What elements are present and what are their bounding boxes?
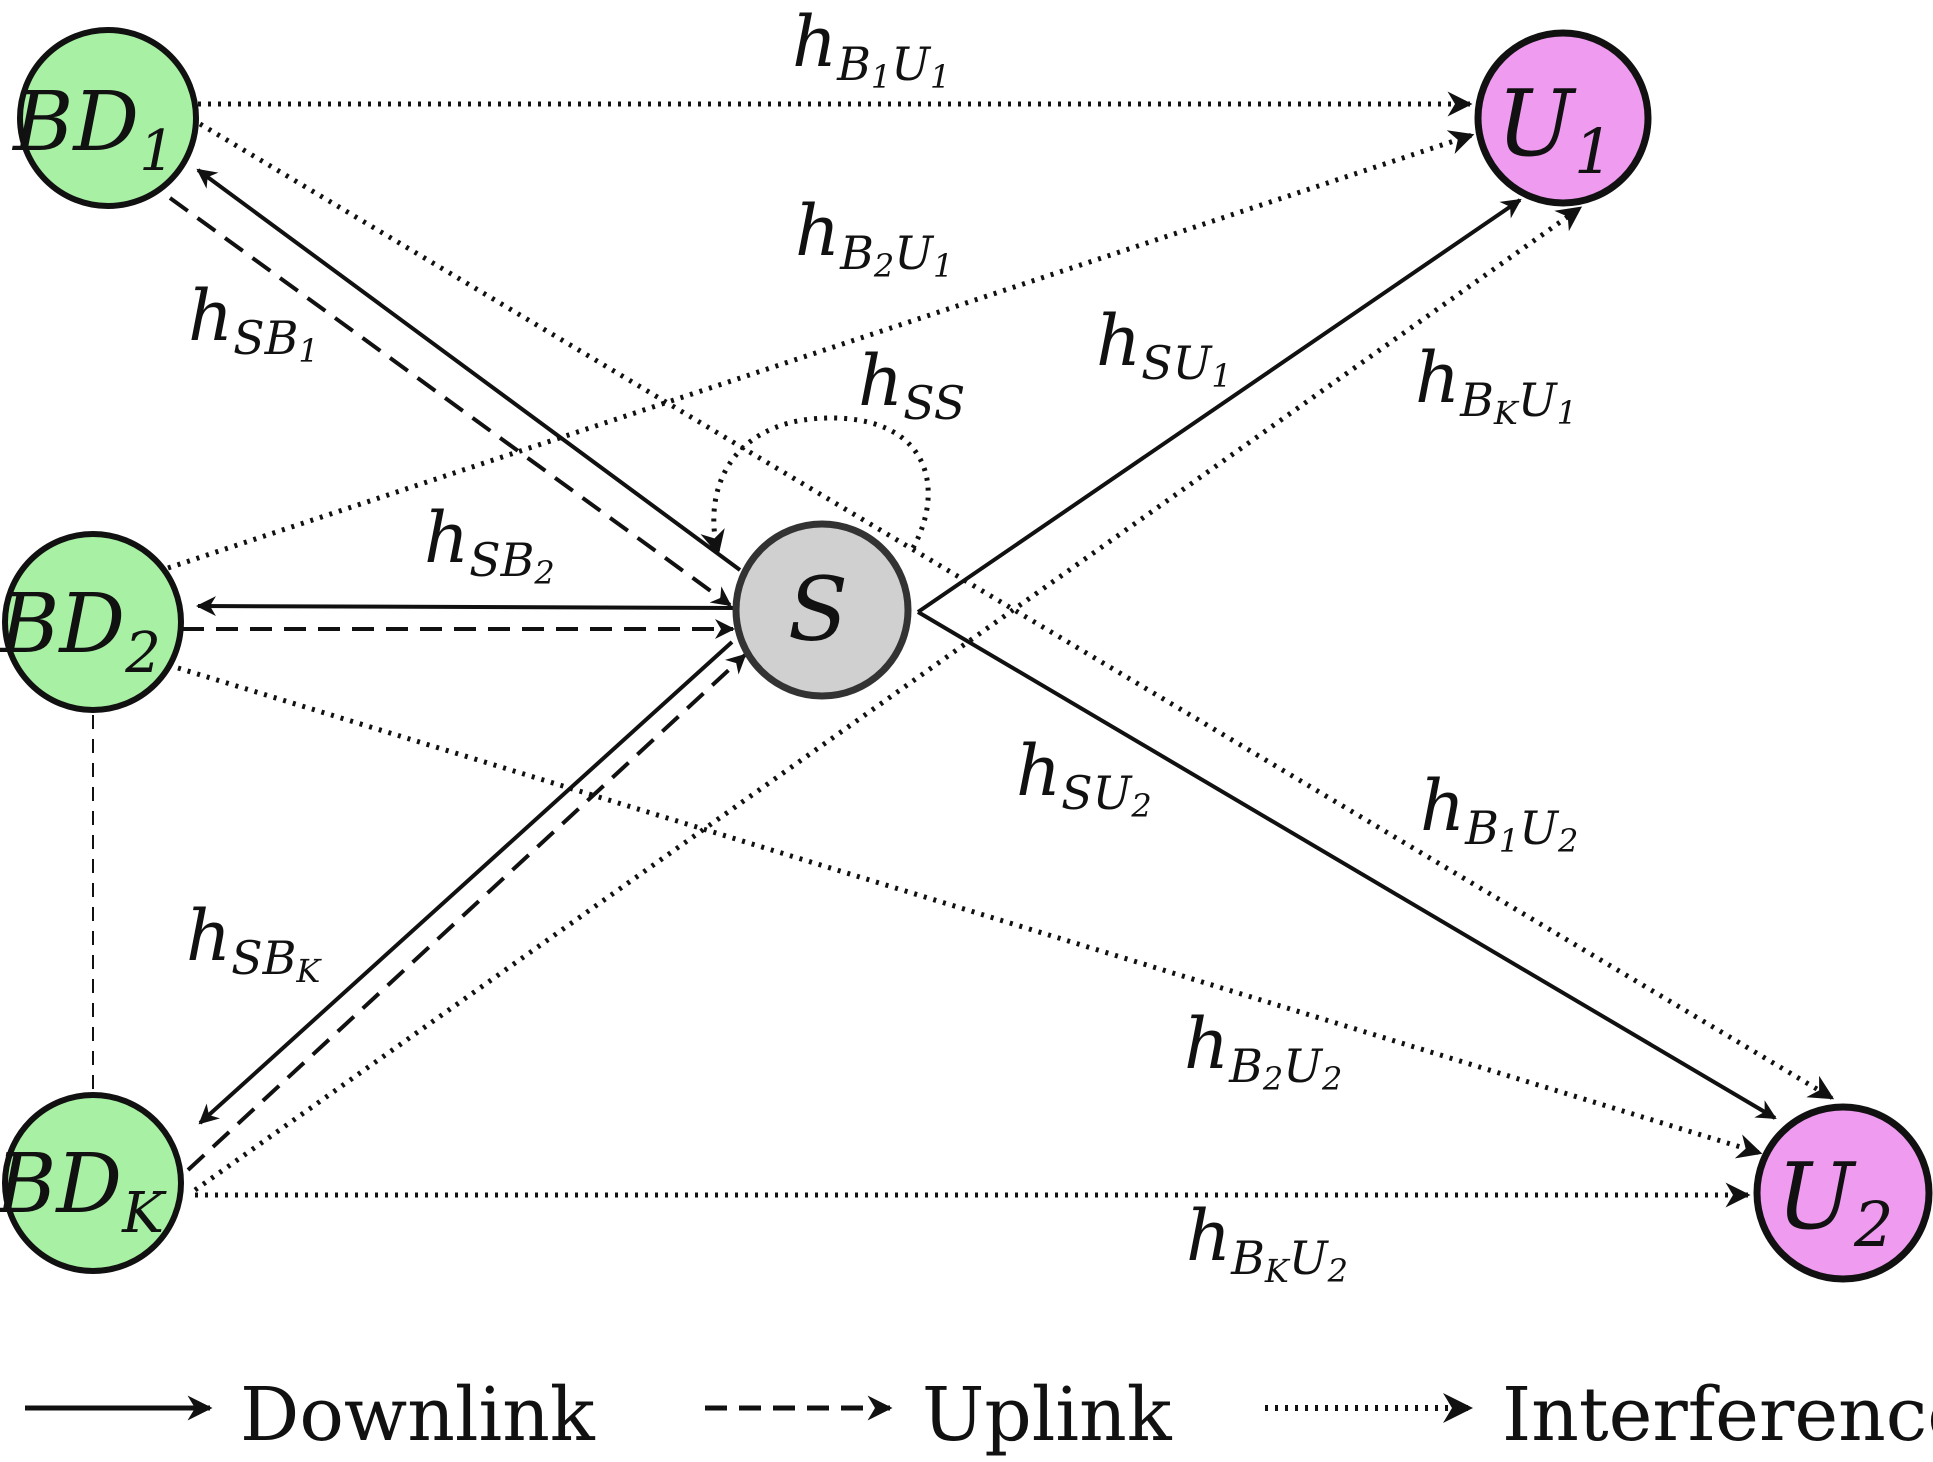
label-h-b1u2: hB1U2 (1420, 765, 1578, 860)
node-s-label: S (788, 558, 848, 661)
uplink-links (168, 196, 747, 1172)
link-bd2-u2-interference (177, 665, 1763, 1159)
label-h-bku1: hBKU1 (1415, 337, 1577, 432)
node-s: S (732, 520, 912, 700)
interference-links (167, 91, 1835, 1208)
legend-item-uplink: Uplink (705, 1372, 1173, 1458)
node-bd2-label: BD2 (0, 577, 161, 686)
node-u1-label: U1 (1497, 70, 1614, 188)
node-bd2: BD2 (0, 531, 184, 713)
node-bdk-label: BDK (0, 1137, 167, 1246)
label-h-b1u1: hB1U1 (792, 1, 950, 96)
node-u2: U2 (1753, 1103, 1933, 1283)
label-h-b2u2: hB2U2 (1184, 1003, 1342, 1098)
link-bdk-u1-interference (193, 205, 1583, 1193)
link-bdk-s-uplink (186, 653, 747, 1172)
label-h-sb1: hSB1 (188, 275, 319, 370)
link-s-u2-downlink (916, 610, 1777, 1120)
link-s-u1-downlink (916, 198, 1522, 614)
link-bd1-s-uplink (168, 196, 732, 607)
link-bd1-u2-interference (198, 121, 1835, 1101)
label-h-bku2: hBKU2 (1186, 1195, 1348, 1290)
label-h-ss: hSS (858, 340, 965, 430)
label-h-sbk: hSBK (186, 895, 322, 990)
loop-s-self-interference (700, 415, 931, 556)
downlink-links (196, 168, 1777, 1125)
legend-uplink-label: Uplink (922, 1372, 1173, 1458)
link-s-bd2-downlink (196, 596, 736, 617)
label-h-su1: hSU1 (1096, 300, 1232, 395)
link-s-bdk-downlink (198, 640, 734, 1125)
link-s-bd1-downlink (196, 168, 742, 572)
node-bd1: BD1 (11, 27, 199, 209)
node-bd1-label: BD1 (11, 75, 175, 184)
node-bdk: BDK (0, 1092, 184, 1274)
legend-item-interference: Interference (1265, 1372, 1933, 1458)
label-h-b2u1: hB2U1 (795, 190, 953, 285)
legend-interference-label: Interference (1502, 1372, 1933, 1458)
node-u1: U1 (1474, 29, 1652, 207)
legend: Downlink Uplink Interference (25, 1372, 1933, 1458)
node-u2-label: U2 (1777, 1143, 1894, 1261)
legend-downlink-label: Downlink (240, 1372, 596, 1458)
label-h-sb2: hSB2 (424, 497, 555, 592)
label-h-su2: hSU2 (1016, 730, 1152, 825)
legend-item-downlink: Downlink (25, 1372, 596, 1458)
